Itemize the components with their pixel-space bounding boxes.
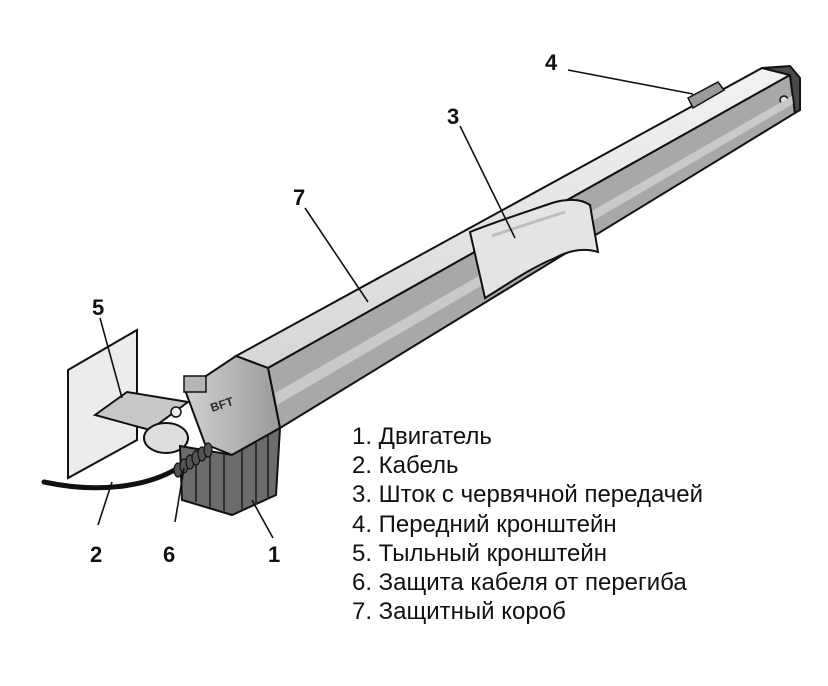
legend-item: 2. Кабель bbox=[352, 452, 459, 480]
leader-3 bbox=[459, 125, 516, 239]
legend-item: 7. Защитный короб bbox=[352, 598, 566, 626]
callout-6: 6 bbox=[163, 542, 175, 567]
motor-knob bbox=[183, 375, 207, 393]
motor-fins bbox=[195, 436, 269, 512]
leader-2 bbox=[97, 481, 113, 526]
callout-4: 4 bbox=[545, 50, 558, 75]
parts-legend: 1. Двигатель 2. Кабель 3. Шток с червячн… bbox=[352, 422, 703, 626]
callout-1: 1 bbox=[268, 542, 280, 567]
wall-plate bbox=[67, 328, 138, 480]
leader-4 bbox=[567, 69, 694, 95]
legend-item: 6. Защита кабеля от перегиба bbox=[352, 569, 687, 597]
legend-item: 1. Двигатель bbox=[352, 423, 492, 450]
leader-1 bbox=[251, 499, 274, 539]
leader-6 bbox=[174, 467, 185, 523]
leader-lines bbox=[97, 69, 694, 539]
pivot-pin bbox=[170, 406, 182, 418]
front-bracket bbox=[687, 81, 726, 110]
leader-7 bbox=[304, 207, 369, 303]
callout-3: 3 bbox=[447, 104, 459, 129]
legend-item: 4. Передний кронштейн bbox=[352, 510, 617, 538]
worm-rod-window bbox=[468, 198, 600, 300]
cable-strain-relief bbox=[173, 442, 213, 478]
callout-7: 7 bbox=[293, 185, 305, 210]
legend-item: 5. Тыльный кронштейн bbox=[352, 539, 608, 567]
pivot-cylinder bbox=[143, 422, 189, 454]
legend-item: 3. Шток с червячной передачей bbox=[352, 481, 704, 509]
worm-rod-highlight bbox=[491, 210, 566, 238]
rear-bracket bbox=[92, 390, 191, 432]
callout-5: 5 bbox=[92, 295, 104, 320]
leader-5 bbox=[99, 317, 123, 399]
callout-2: 2 bbox=[90, 542, 102, 567]
